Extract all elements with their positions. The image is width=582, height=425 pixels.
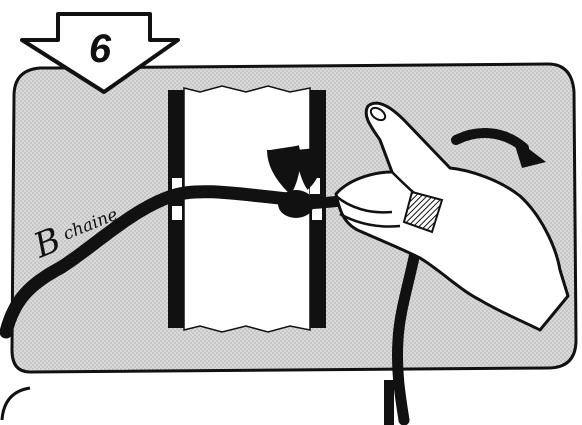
bottom-marker xyxy=(384,380,394,425)
step-number: 6 xyxy=(89,27,112,71)
